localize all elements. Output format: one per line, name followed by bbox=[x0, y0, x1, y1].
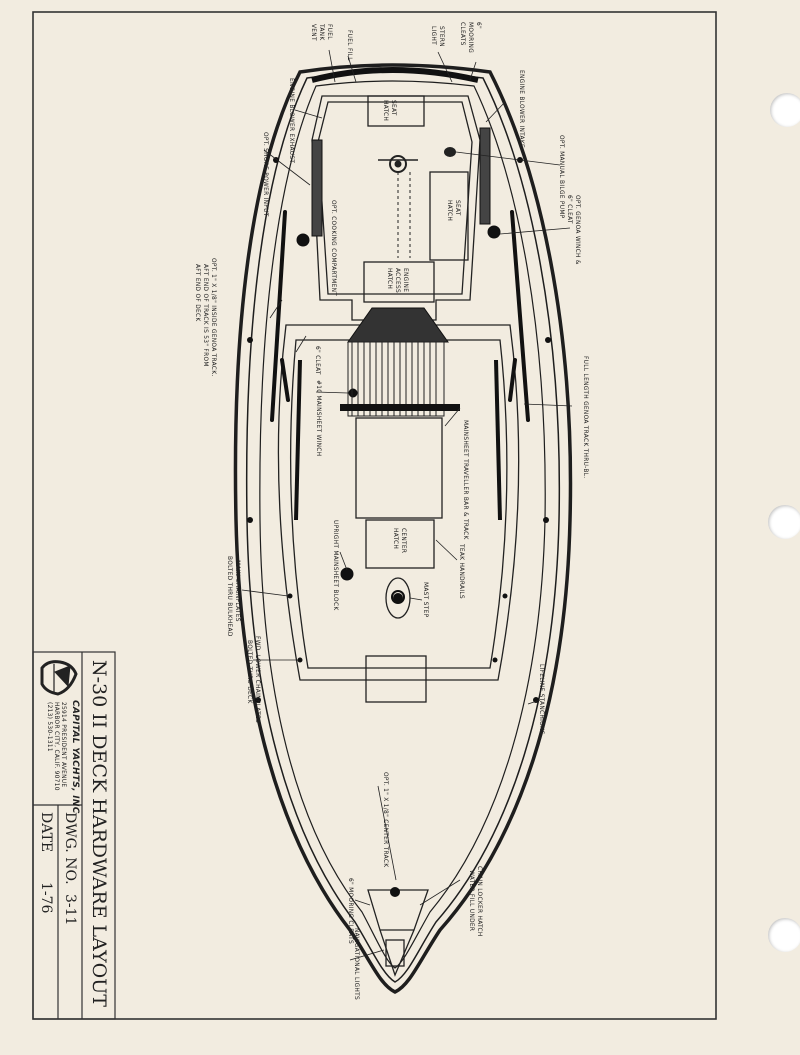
company-phone: (213) 530-1311 bbox=[46, 702, 54, 752]
title-block-frame bbox=[32, 651, 116, 1020]
label-full-length-track: FULL LENGTH GENOA TRACK THRU-BL. bbox=[582, 356, 590, 479]
label-genoa-winch: OPT. GENOA WINCH & 6" CLEAT bbox=[566, 195, 582, 265]
traveller-bar bbox=[340, 404, 460, 411]
dwg-no-value: 3-11 bbox=[62, 894, 78, 926]
label-traveller: MAINSHEET TRAVELLER BAR & TRACK bbox=[462, 420, 470, 540]
teak-handrails bbox=[294, 359, 502, 521]
label-fwd-lower-1: FWD. LOWER CHAINPLATES bbox=[254, 636, 262, 723]
label-stern-light: STERN LIGHT bbox=[430, 26, 446, 47]
label-chain-locker-1: CHAIN LOCKER HATCH bbox=[476, 866, 484, 937]
label-center-track: OPT. 1" X 1/8" CENTER TRACK bbox=[382, 772, 390, 868]
bow-fittings bbox=[367, 889, 429, 977]
label-main-chainplates-1: MAIN CHAINPLATES bbox=[234, 560, 242, 622]
cabin-house bbox=[277, 324, 520, 681]
label-genoa-track-1: OPT. 1" X 1/8" INSIDE GENOA TRACK. bbox=[210, 258, 218, 377]
binder-hole-top bbox=[770, 93, 800, 127]
main-hatch bbox=[355, 417, 443, 519]
label-center-hatch: CENTER HATCH bbox=[392, 528, 408, 554]
label-cooking-compartment: OPT. COOKING COMPARTMENT bbox=[330, 200, 338, 297]
hull-outline bbox=[233, 63, 573, 994]
company-address-1: 25914 PRESIDENT AVENUE bbox=[60, 702, 68, 788]
date-label: DATE bbox=[38, 812, 54, 853]
label-navigational-lights: NAVIGATIONAL LIGHTS bbox=[353, 928, 361, 1000]
label-shore-power: OPT. SHORE POWER INPUT bbox=[262, 132, 270, 217]
tiller bbox=[378, 155, 418, 258]
leader-lines bbox=[241, 49, 573, 961]
seat-hatch-aft bbox=[367, 95, 425, 127]
label-fuel-tank-vent: FUEL TANK VENT bbox=[310, 24, 334, 41]
bilge-pump bbox=[444, 147, 456, 157]
dwg-no-label: DWG. NO. bbox=[62, 812, 78, 885]
binder-hole-bottom bbox=[768, 918, 800, 952]
genoa-tracks bbox=[270, 210, 530, 422]
label-mast-step: MAST STEP bbox=[422, 582, 430, 618]
label-upright-block: UPRIGHT MAINSHEET BLOCK bbox=[332, 520, 340, 611]
companionway-slides bbox=[347, 341, 445, 417]
label-lifeline-stanchions: LIFELINE STANCHIONS bbox=[538, 664, 546, 735]
company-logo bbox=[40, 660, 78, 696]
label-genoa-track-2: AFT END OF TRACK IS 53" FROM bbox=[202, 264, 210, 367]
date-value: 1-76 bbox=[38, 882, 54, 914]
stern-rail bbox=[311, 67, 479, 83]
label-engine-access-hatch: ENGINE ACCESS HATCH bbox=[386, 268, 410, 293]
label-chain-locker-2: WATER FILL UNDER bbox=[468, 870, 476, 932]
label-fwd-lower-2: BOLTED THRU DECK bbox=[246, 640, 254, 704]
company-name: CAPITAL YACHTS, INC bbox=[70, 700, 80, 814]
mast-step bbox=[385, 577, 411, 619]
center-hatch bbox=[365, 519, 435, 569]
label-seat-hatch-1: SEAT HATCH bbox=[382, 100, 398, 122]
engine-access-hatch bbox=[363, 261, 435, 303]
label-fuel-fill: FUEL FILL bbox=[346, 30, 354, 61]
label-cleat-6: 6" CLEAT bbox=[314, 346, 322, 375]
label-bilge-pump: OPT. MANUAL BILGE PUMP bbox=[558, 135, 566, 219]
label-seat-hatch-2: SEAT HATCH bbox=[446, 200, 462, 222]
bow-light bbox=[390, 887, 400, 897]
lifeline-stanchions bbox=[247, 157, 551, 703]
label-teak-handrails: TEAK HANDRAILS bbox=[458, 544, 466, 599]
companionway-hood bbox=[347, 307, 449, 343]
label-genoa-track-3: AFT END OF DECK bbox=[194, 264, 202, 322]
label-engine-blower-exhaust: ENGINE BLOWER EXHAUST bbox=[288, 78, 296, 164]
company-address-2: HARBOR CITY, CALIF. 90710 bbox=[53, 702, 61, 791]
forward-hatch bbox=[365, 655, 427, 703]
label-mooring-cleats-aft: 6" MOORING CLEATS bbox=[459, 22, 483, 54]
label-engine-blower-intake: ENGINE BLOWER INTAKE bbox=[518, 70, 526, 148]
label-mainsheet-winch: #10 MAINSHEET WINCH bbox=[315, 380, 323, 457]
coiled-line-starboard bbox=[479, 127, 491, 225]
chainplates bbox=[287, 593, 508, 663]
coiled-line-port bbox=[311, 139, 323, 237]
drawing-title: N-30 II DECK HARDWARE LAYOUT bbox=[88, 660, 110, 1007]
label-main-chainplates-2: BOLTED THRU BULKHEAD bbox=[226, 556, 234, 637]
seat-hatch-starboard bbox=[429, 171, 469, 261]
binder-hole-middle bbox=[768, 505, 800, 539]
